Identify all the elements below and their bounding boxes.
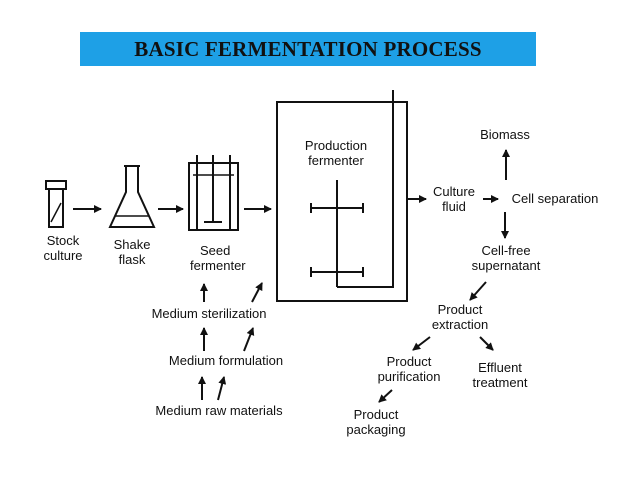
medium-formulation-label: Medium formulation [168, 353, 284, 368]
title-bar: BASIC FERMENTATION PROCESS [80, 32, 536, 66]
cell-separation-label: Cell separation [511, 191, 599, 206]
seed-fermenter-icon [188, 155, 239, 231]
production-fermenter-icon [276, 90, 408, 302]
medium-raw-materials-label: Medium raw materials [155, 403, 283, 418]
page-title: BASIC FERMENTATION PROCESS [134, 36, 482, 61]
test-tube-icon [45, 180, 67, 228]
biomass-label: Biomass [480, 127, 530, 142]
flow-arrows [73, 149, 510, 403]
medium-sterilization-label: Medium sterilization [151, 306, 267, 321]
flask-icon [108, 165, 156, 228]
